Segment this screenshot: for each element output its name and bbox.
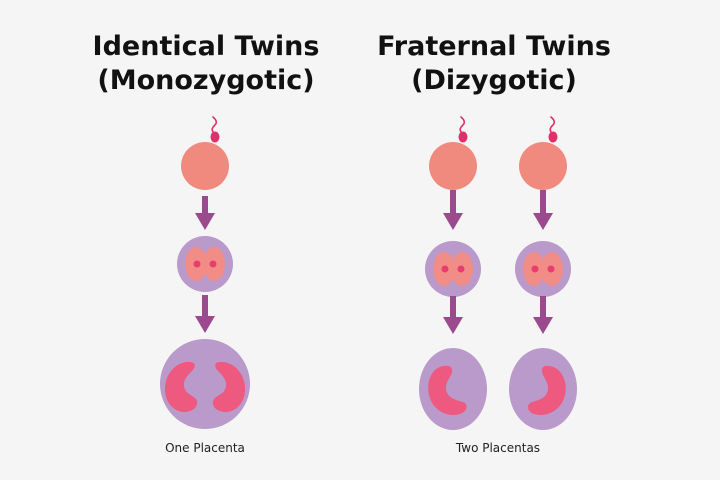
fraternal-arrow-a1 (443, 190, 463, 230)
identical-sperm-tail (211, 116, 218, 135)
fraternal-sperm-b (548, 116, 558, 143)
fraternal-arrow-a2 (443, 296, 463, 334)
identical-title-line1: Identical Twins (92, 31, 320, 62)
identical-egg (181, 142, 229, 190)
fraternal-sperm-a-tail (459, 116, 466, 135)
fraternal-title-line2: (Dizygotic) (411, 65, 577, 96)
fraternal-embryo-a (428, 365, 467, 415)
identical-sperm (210, 116, 220, 143)
fraternal-title-line1: Fraternal Twins (377, 31, 611, 62)
identical-sperm-head (210, 131, 220, 143)
identical-embryo-right (212, 361, 246, 413)
fraternal-twins-title: Fraternal Twins (Dizygotic) (344, 30, 644, 98)
fraternal-sperm-b-tail (549, 116, 556, 135)
identical-embryo-left (164, 361, 198, 413)
fraternal-arrow-b1 (533, 190, 553, 230)
identical-placenta (160, 339, 250, 429)
two-placentas-caption: Two Placentas (455, 441, 541, 455)
identical-title-line2: (Monozygotic) (97, 65, 315, 96)
fraternal-two-cell-stage-b (515, 241, 571, 297)
fraternal-placenta-b (509, 348, 577, 430)
identical-arrow-2 (195, 295, 215, 333)
fraternal-sperm-a-head (458, 131, 468, 143)
fraternal-embryo-b (528, 365, 566, 415)
fraternal-sperm-a (458, 116, 468, 143)
identical-arrow-1 (195, 196, 215, 230)
identical-twins-title: Identical Twins (Monozygotic) (56, 30, 356, 98)
fraternal-sperm-b-head (548, 131, 558, 143)
fraternal-arrow-b2 (533, 296, 553, 334)
fraternal-egg-a (429, 142, 477, 190)
fraternal-placenta-a (419, 348, 487, 430)
one-placenta-caption: One Placenta (165, 441, 245, 455)
fraternal-egg-b (519, 142, 567, 190)
identical-two-cell-stage (177, 236, 233, 292)
fraternal-two-cell-stage-a (425, 241, 481, 297)
